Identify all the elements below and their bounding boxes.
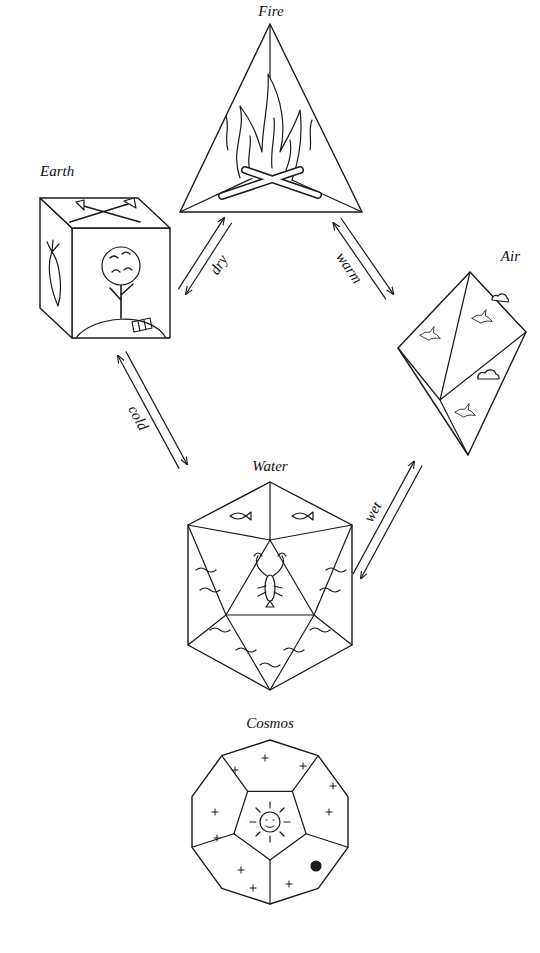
hill: [76, 319, 166, 338]
log-fill: [222, 170, 318, 196]
element-label: Cosmos: [246, 715, 294, 732]
solid-figure: Water: [185, 455, 355, 695]
tablet: [132, 318, 152, 332]
cube: [40, 198, 170, 338]
solid-figure: Air: [392, 245, 532, 460]
element-label: Water: [252, 458, 287, 475]
solid-figure: Cosmos: [188, 712, 352, 912]
cloud: [492, 294, 508, 302]
fish: [230, 512, 251, 520]
icosahedron: [188, 482, 352, 690]
dodecahedron: [192, 740, 348, 904]
sun-rays: [250, 802, 290, 842]
tetrahedron-edges: [180, 24, 362, 212]
tetrahedron: [180, 24, 362, 212]
cube-top-face: [40, 198, 170, 228]
element-label: Fire: [258, 3, 283, 20]
solid-figure: Fire: [180, 0, 362, 217]
solid-figure: Earth: [28, 160, 180, 350]
stars: [212, 755, 336, 891]
octahedron-outline: [398, 272, 526, 455]
element-label: Air: [501, 248, 520, 265]
arrow-label: dry: [206, 250, 233, 279]
tree-trunk: [110, 282, 133, 318]
carrot-leaves: [47, 240, 59, 252]
arrow-line: [353, 461, 414, 574]
tool-heads: [76, 198, 136, 210]
cube-front-face: [72, 228, 170, 338]
log-outline: [222, 170, 318, 196]
lobster-body: [265, 575, 275, 601]
transformation-arrows: [118, 351, 187, 468]
tetrahedron-outline: [180, 24, 362, 212]
bird: [472, 310, 492, 323]
tree-crown: [102, 247, 140, 285]
fish: [292, 512, 313, 520]
waves: [196, 568, 346, 667]
lobster-limbs: [254, 553, 286, 607]
cloud: [478, 370, 499, 379]
element-label: Earth: [40, 163, 74, 180]
dodecahedron-center-face: [234, 791, 306, 860]
bird: [420, 327, 440, 340]
flame-strokes: [226, 116, 312, 172]
dodecahedron-edges: [192, 756, 348, 904]
bird: [455, 404, 475, 417]
arrow-line: [118, 356, 179, 469]
sun: [260, 812, 280, 832]
moon: [311, 861, 321, 871]
flames: [237, 74, 301, 180]
icosahedron-outline: [188, 482, 352, 690]
dodecahedron-outline: [192, 740, 348, 904]
icosahedron-edges: [188, 482, 352, 690]
icosahedron-center-face: [226, 540, 314, 615]
octahedron-edges: [398, 272, 526, 455]
arrow-label: cold: [123, 401, 152, 435]
arrow-label: wet: [359, 497, 386, 527]
arrow-label: warm: [332, 248, 368, 289]
sun-face: [266, 820, 274, 828]
tree-leaves: [110, 252, 132, 272]
transformation-arrows: [353, 461, 422, 578]
octahedron: [398, 272, 526, 455]
carrot: [49, 252, 60, 306]
